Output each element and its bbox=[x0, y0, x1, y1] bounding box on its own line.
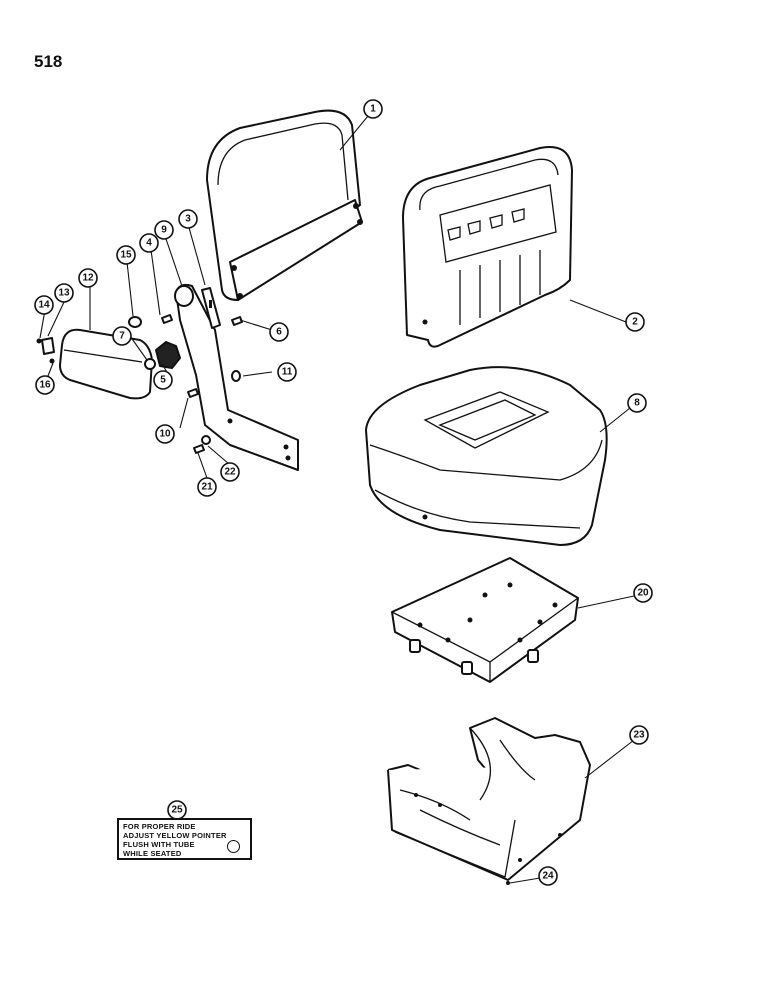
callout-4: 4 bbox=[139, 233, 159, 253]
svg-text:2: 2 bbox=[632, 317, 638, 328]
svg-text:6: 6 bbox=[276, 327, 282, 338]
svg-text:24: 24 bbox=[542, 871, 554, 882]
backrest-frame-part-1 bbox=[206, 109, 363, 301]
armrest-pad-part-12 bbox=[59, 328, 153, 400]
armrest-bracket-part-9 bbox=[174, 283, 299, 471]
callout-8: 8 bbox=[627, 393, 647, 413]
svg-text:8: 8 bbox=[634, 398, 640, 409]
page-number: 518 bbox=[34, 52, 63, 71]
suspension-plate-part-20 bbox=[391, 557, 579, 683]
callout-24: 24 bbox=[538, 866, 558, 886]
decal-line-4: WHILE SEATED bbox=[123, 849, 182, 858]
boot-part-23 bbox=[387, 717, 591, 881]
svg-text:22: 22 bbox=[224, 467, 236, 478]
svg-text:1: 1 bbox=[370, 104, 376, 115]
callout-1: 1 bbox=[363, 99, 383, 119]
callout-11: 11 bbox=[277, 362, 297, 382]
svg-text:4: 4 bbox=[146, 238, 152, 249]
callout-25: 25 bbox=[167, 800, 187, 820]
knob-part-5 bbox=[155, 341, 181, 369]
seat-cushion-part-8 bbox=[365, 366, 608, 546]
svg-text:11: 11 bbox=[282, 367, 293, 378]
callout-14: 14 bbox=[34, 295, 54, 315]
callout-20: 20 bbox=[633, 583, 653, 603]
small-plate-part-13 bbox=[41, 337, 55, 355]
svg-text:10: 10 bbox=[159, 429, 171, 440]
callout-5: 5 bbox=[153, 370, 173, 390]
callout-10: 10 bbox=[155, 424, 175, 444]
callout-22: 22 bbox=[220, 462, 240, 482]
callout-3: 3 bbox=[178, 209, 198, 229]
svg-text:7: 7 bbox=[119, 331, 125, 342]
svg-text:15: 15 bbox=[120, 250, 132, 261]
callout-12: 12 bbox=[78, 268, 98, 288]
svg-text:25: 25 bbox=[171, 805, 183, 816]
svg-text:23: 23 bbox=[633, 730, 645, 741]
callout-23: 23 bbox=[629, 725, 649, 745]
svg-text:5: 5 bbox=[160, 375, 166, 386]
callout-2: 2 bbox=[625, 312, 645, 332]
callout-9: 9 bbox=[154, 220, 174, 240]
svg-text:9: 9 bbox=[161, 225, 167, 236]
svg-text:20: 20 bbox=[637, 588, 649, 599]
backrest-cushion-part-2 bbox=[402, 146, 573, 348]
decal-line-1: FOR PROPER RIDE bbox=[123, 822, 196, 831]
svg-text:13: 13 bbox=[58, 288, 70, 299]
callout-21: 21 bbox=[197, 477, 217, 497]
ride-adjust-decal: FOR PROPER RIDE ADJUST YELLOW POINTER FL… bbox=[117, 818, 252, 860]
svg-text:16: 16 bbox=[39, 380, 51, 391]
decal-line-2: ADJUST YELLOW POINTER bbox=[123, 831, 227, 840]
svg-text:3: 3 bbox=[185, 214, 191, 225]
callout-6: 6 bbox=[269, 322, 289, 342]
callout-13: 13 bbox=[54, 283, 74, 303]
callout-16: 16 bbox=[35, 375, 55, 395]
slotted-link-part-3 bbox=[201, 287, 221, 329]
pointer-circle-icon bbox=[227, 840, 240, 853]
svg-text:14: 14 bbox=[38, 300, 50, 311]
hardware-parts bbox=[36, 314, 510, 885]
svg-text:21: 21 bbox=[201, 482, 213, 493]
callout-7: 7 bbox=[112, 326, 132, 346]
callout-15: 15 bbox=[116, 245, 136, 265]
decal-line-3: FLUSH WITH TUBE bbox=[123, 840, 195, 849]
svg-text:12: 12 bbox=[82, 273, 94, 284]
